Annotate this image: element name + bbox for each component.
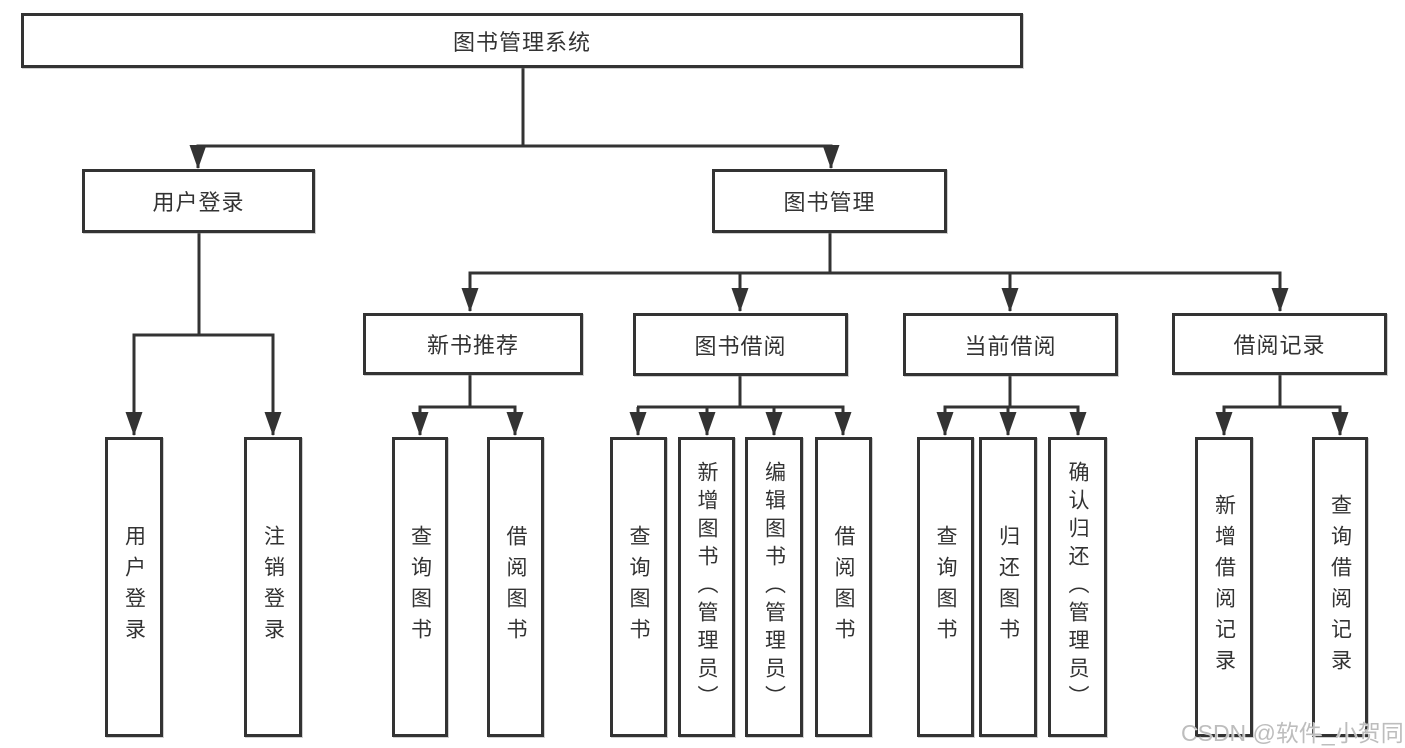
node-label: 借阅图书 <box>504 525 527 649</box>
node-root-system: 图书管理系统 <box>21 13 1023 68</box>
node-query-books-leaf: 查询图书 <box>392 437 448 737</box>
node-label: 新增借阅记录 <box>1212 494 1236 680</box>
node-label: 注销登录 <box>261 525 285 649</box>
node-query-books-leaf: 查询图书 <box>610 437 667 737</box>
node-label: 查询图书 <box>934 525 957 649</box>
node-borrow-books-leaf: 借阅图书 <box>815 437 872 737</box>
node-label: 编辑图书（管理员） <box>762 461 786 713</box>
node-edit-books-admin-leaf: 编辑图书（管理员） <box>745 437 803 737</box>
csdn-watermark: CSDN @软件_小贺同学 <box>1181 720 1405 746</box>
node-confirm-return-admin-leaf: 确认归还（管理员） <box>1048 437 1107 737</box>
node-borrowing-records: 借阅记录 <box>1172 313 1387 375</box>
node-label: 查询借阅记录 <box>1328 494 1352 680</box>
node-label: 新增图书（管理员） <box>695 461 718 713</box>
node-user-login: 用户登录 <box>82 169 315 233</box>
node-add-books-admin-leaf: 新增图书（管理员） <box>678 437 735 737</box>
node-query-borrow-record-leaf: 查询借阅记录 <box>1312 437 1368 737</box>
node-add-borrow-record-leaf: 新增借阅记录 <box>1195 437 1253 737</box>
node-label: 借阅图书 <box>832 525 855 649</box>
node-book-management: 图书管理 <box>712 169 947 233</box>
node-book-borrowing: 图书借阅 <box>633 313 848 376</box>
node-borrow-books-leaf: 借阅图书 <box>487 437 544 737</box>
node-user-login-leaf: 用户登录 <box>105 437 163 737</box>
node-logout-leaf: 注销登录 <box>244 437 302 737</box>
node-label: 查询图书 <box>408 525 432 649</box>
node-label: 查询图书 <box>627 525 650 649</box>
node-label: 归还图书 <box>996 525 1020 649</box>
node-return-books-leaf: 归还图书 <box>979 437 1037 737</box>
node-new-book-recommend: 新书推荐 <box>363 313 583 375</box>
node-current-borrowing: 当前借阅 <box>903 313 1118 376</box>
node-label: 确认归还（管理员） <box>1066 461 1089 713</box>
node-query-books-leaf: 查询图书 <box>917 437 974 737</box>
node-label: 用户登录 <box>122 525 146 649</box>
